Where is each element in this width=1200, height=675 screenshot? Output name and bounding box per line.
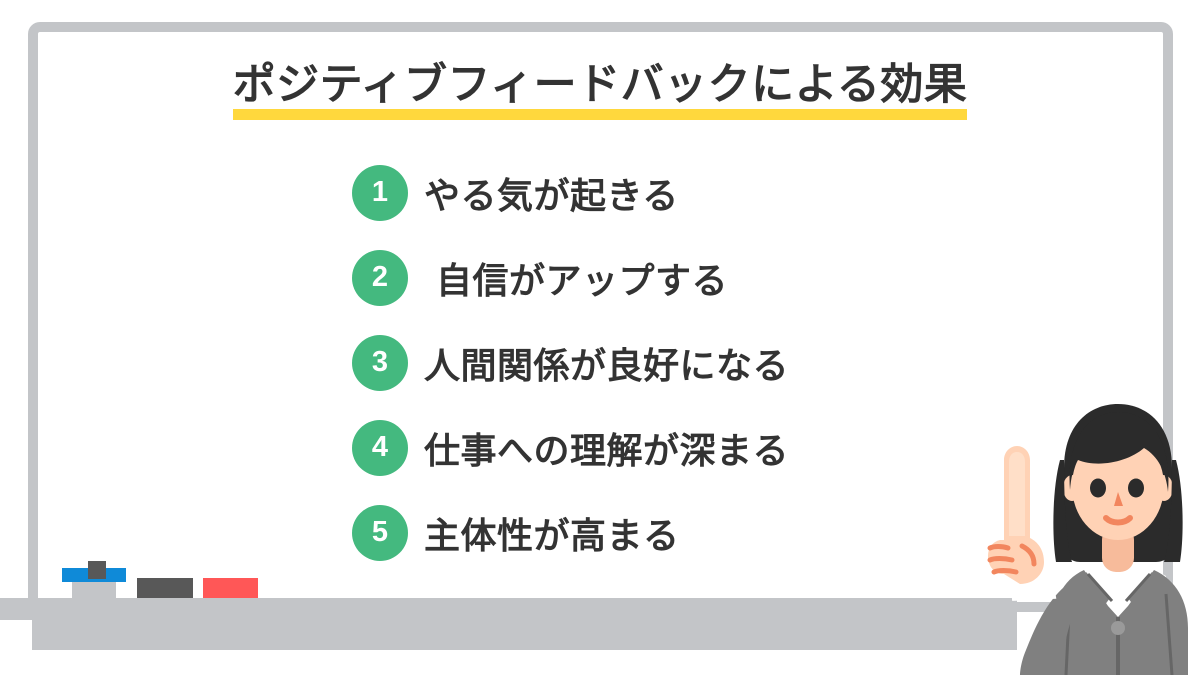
- eraser-support-block: [72, 578, 116, 600]
- left-eye: [1090, 478, 1106, 498]
- list-item: 5 主体性が高まる: [352, 490, 972, 575]
- list-item-label: 仕事への理解が深まる: [424, 429, 790, 471]
- eraser-handle: [88, 561, 106, 579]
- list-item-label: 人間関係が良好になる: [424, 344, 790, 386]
- list-number-badge: 4: [352, 419, 408, 476]
- nose-shape: [1114, 492, 1123, 506]
- list-number-badge: 2: [352, 249, 408, 306]
- pointing-hand-icon: [987, 446, 1044, 584]
- list-number-badge: 1: [352, 164, 408, 221]
- title-area: ポジティブフィードバックによる効果: [0, 61, 1200, 121]
- list-item: 4 仕事への理解が深まる: [352, 405, 972, 490]
- whiteboard-tray-lower: [32, 620, 1017, 650]
- mouth-shape: [1103, 515, 1133, 526]
- benefit-list: 1 やる気が起きる 2 自信がアップする 3 人間関係が良好になる 4 仕事への…: [352, 150, 972, 575]
- title-underline: [232, 109, 968, 121]
- whiteboard-frame: [28, 22, 1173, 612]
- black-marker-icon: [137, 578, 193, 599]
- page-title: ポジティブフィードバックによる効果: [232, 61, 968, 121]
- list-number-badge: 5: [352, 504, 408, 561]
- page-title-text: ポジティブフィードバックによる効果: [232, 61, 968, 109]
- whiteboard-tray-upper: [0, 598, 1017, 620]
- list-item: 2 自信がアップする: [352, 235, 972, 320]
- list-item-label: やる気が起きる: [424, 174, 679, 216]
- list-item: 3 人間関係が良好になる: [352, 320, 972, 405]
- list-item-label: 自信がアップする: [436, 259, 729, 301]
- list-number-badge: 3: [352, 334, 408, 391]
- list-item-label: 主体性が高まる: [424, 514, 680, 556]
- right-eye: [1128, 478, 1144, 498]
- presenter-illustration: [960, 398, 1200, 675]
- jacket-button: [1111, 621, 1125, 635]
- suit-sleeve-shape: [1020, 578, 1084, 675]
- hair-front-shape: [1053, 412, 1183, 562]
- list-item: 1 やる気が起きる: [352, 150, 972, 235]
- red-marker-icon: [203, 578, 258, 599]
